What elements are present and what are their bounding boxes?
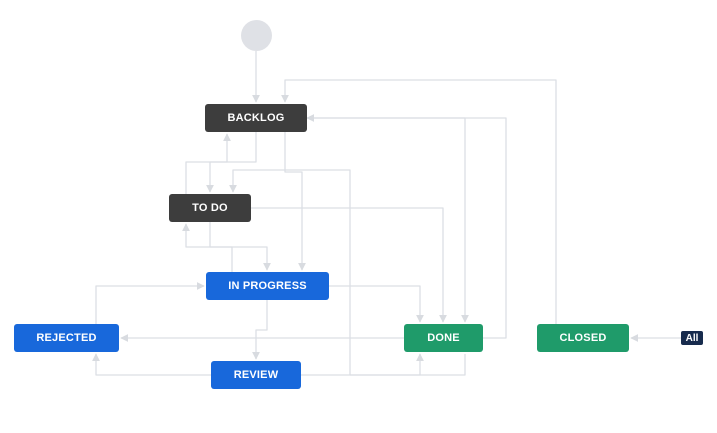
status-rejected[interactable]: REJECTED: [14, 324, 119, 352]
start-circle[interactable]: [241, 20, 272, 51]
transition-backlog-to-todo: [206, 132, 257, 193]
status-closed[interactable]: CLOSED: [537, 324, 629, 352]
transition-inprogress-to-review: [252, 300, 268, 360]
transition-review-to-done: [301, 353, 424, 376]
status-backlog[interactable]: BACKLOG: [205, 104, 307, 132]
transition-todo-to-backlog: [185, 133, 231, 194]
all-transition-badge[interactable]: All: [681, 331, 703, 345]
transition-inprogress-to-todo: [182, 223, 233, 272]
transition-backlog-to-inprogress: [284, 132, 306, 271]
transition-closed-to-backlog: [281, 79, 557, 324]
transition-inprogress-to-done: [329, 285, 424, 323]
transition-todo-to-done: [251, 207, 447, 323]
transition-rejected-to-inprogress: [95, 282, 205, 324]
transition-review-to-rejected: [92, 353, 211, 376]
transition-done-to-backlog: [306, 114, 507, 339]
status-in-progress[interactable]: IN PROGRESS: [206, 272, 329, 300]
transition-review-to-todo: [229, 169, 351, 375]
transition-backlog-to-done: [307, 117, 469, 323]
status-review[interactable]: REVIEW: [211, 361, 301, 389]
status-done[interactable]: DONE: [404, 324, 483, 352]
status-todo[interactable]: TO DO: [169, 194, 251, 222]
transition-done-to-review-bottom: [350, 354, 466, 376]
transition-todo-to-inprogress: [209, 222, 271, 271]
